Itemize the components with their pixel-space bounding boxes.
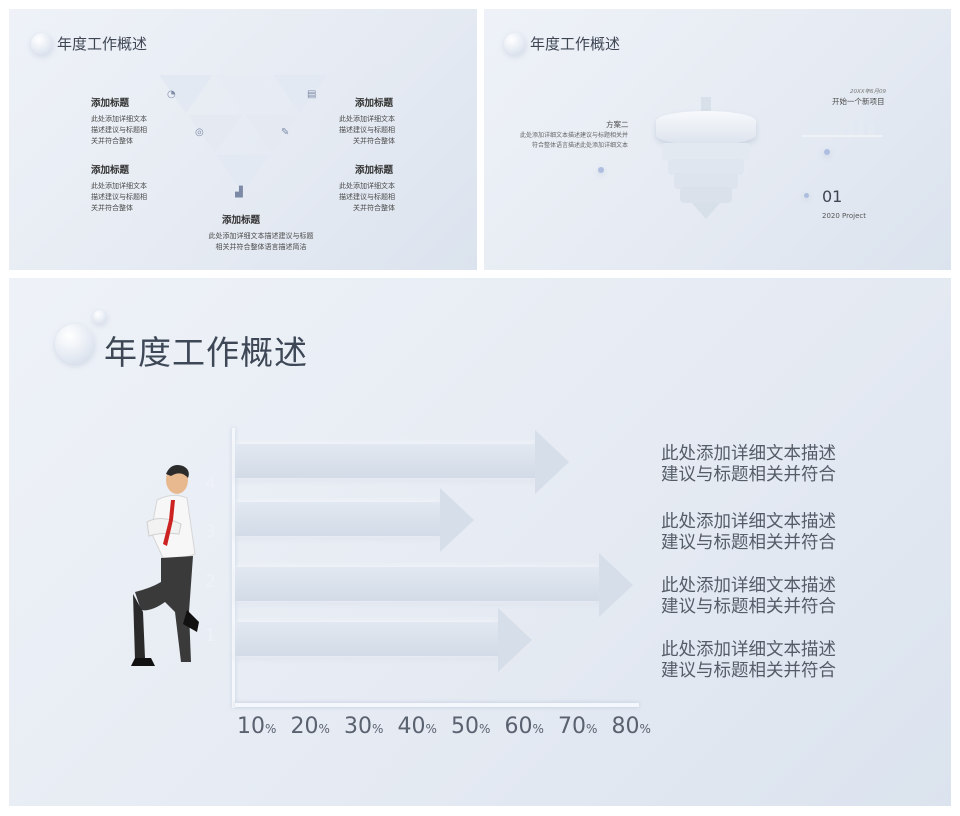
document-icon: ▤ xyxy=(307,89,317,100)
progress-arrow xyxy=(235,553,633,617)
arrow-description: 此处添加详细文本描述建议与标题相关并符合 xyxy=(661,576,836,617)
block-text: 此处添加详细文本描述建议与标题相关并符合整体 xyxy=(91,182,147,212)
pyramid-block xyxy=(216,75,270,113)
x-tick-label: 40% xyxy=(397,714,437,739)
slide-thumbnail-1[interactable]: 年度工作概述 ◔ ▤ ◎ ✎ ▟ 添加标题 此处添加详细文本描述建议与标题相关并… xyxy=(9,9,477,270)
pyramid-block xyxy=(159,75,213,113)
y-axis-label: 2 xyxy=(205,572,216,592)
title-bubble-small xyxy=(93,310,107,324)
title-bubble xyxy=(31,33,53,55)
block-heading: 添加标题 xyxy=(222,215,261,226)
block-heading: 添加标题 xyxy=(355,165,394,176)
block-heading: 添加标题 xyxy=(91,98,130,109)
project-number: 01 xyxy=(822,187,843,206)
pyramid-block xyxy=(188,115,242,153)
pyramid-block xyxy=(216,155,270,193)
date-label: 20XX年6月09 xyxy=(850,89,887,95)
plan-text: 此处添加详细文本描述建议与标题相关并符合整体语言描述此处添加详细文本 xyxy=(520,132,629,149)
slide-title: 年度工作概述 xyxy=(57,35,148,53)
progress-arrow xyxy=(235,430,569,494)
block-text: 此处添加详细文本描述建议与标题相关并符合整体语言描述简洁 xyxy=(208,232,314,251)
x-tick-label: 10% xyxy=(237,714,277,739)
y-axis-label: 1 xyxy=(205,626,216,646)
arrow-description: 此处添加详细文本描述建议与标题相关并符合 xyxy=(661,444,836,485)
dot xyxy=(598,167,604,173)
block-heading: 添加标题 xyxy=(355,98,394,109)
medal-icon: ◎ xyxy=(195,127,204,138)
dot xyxy=(824,149,830,155)
project-year: 2020 Project xyxy=(822,212,866,220)
block-text: 此处添加详细文本描述建议与标题相关并符合整体 xyxy=(339,115,395,145)
lightbulb-icon: ◔ xyxy=(167,89,176,100)
pyramid-block xyxy=(273,75,327,113)
mini-bar-graphic xyxy=(802,109,882,137)
progress-arrow xyxy=(235,608,532,672)
arrow-description: 此处添加详细文本描述建议与标题相关并符合 xyxy=(661,512,836,553)
x-tick-label: 70% xyxy=(558,714,598,739)
block-text: 此处添加详细文本描述建议与标题相关并符合整体 xyxy=(339,182,395,212)
arrow-description: 此处添加详细文本描述建议与标题相关并符合 xyxy=(661,640,836,681)
title-bubble-large xyxy=(55,324,95,364)
dot xyxy=(804,193,809,198)
y-axis-label: 3 xyxy=(205,522,216,542)
slide-title: 年度工作概述 xyxy=(104,333,308,372)
businessman-illustration xyxy=(131,465,199,666)
slide-thumbnail-2[interactable]: 年度工作概述 方案二 此处添加详细文本描述建议与标题相关并符合整体语言描述此处添… xyxy=(484,9,951,270)
title-bubble xyxy=(504,33,526,55)
x-tick-label: 30% xyxy=(344,714,384,739)
project-heading: 开始一个新项目 xyxy=(832,97,885,106)
funnel-graphic xyxy=(654,97,758,227)
plan-heading: 方案二 xyxy=(606,120,629,129)
chart-icon: ▟ xyxy=(235,187,243,198)
block-heading: 添加标题 xyxy=(91,165,130,176)
pen-icon: ✎ xyxy=(281,127,290,138)
progress-arrow xyxy=(235,488,474,552)
slide-title: 年度工作概述 xyxy=(530,35,621,53)
x-tick-label: 50% xyxy=(451,714,491,739)
pyramid-block xyxy=(245,115,299,153)
x-tick-label: 20% xyxy=(290,714,330,739)
y-axis-label: 4 xyxy=(205,474,216,494)
y-axis-line xyxy=(232,428,235,708)
block-text: 此处添加详细文本描述建议与标题相关并符合整体 xyxy=(91,115,147,145)
main-slide[interactable]: 年度工作概述 4 3 2 1 此处添加详细文本描述建议与标题相关并符合 此处添加… xyxy=(9,278,951,806)
x-axis-line xyxy=(235,703,639,707)
x-tick-label: 80% xyxy=(611,714,651,739)
x-tick-label: 60% xyxy=(504,714,544,739)
